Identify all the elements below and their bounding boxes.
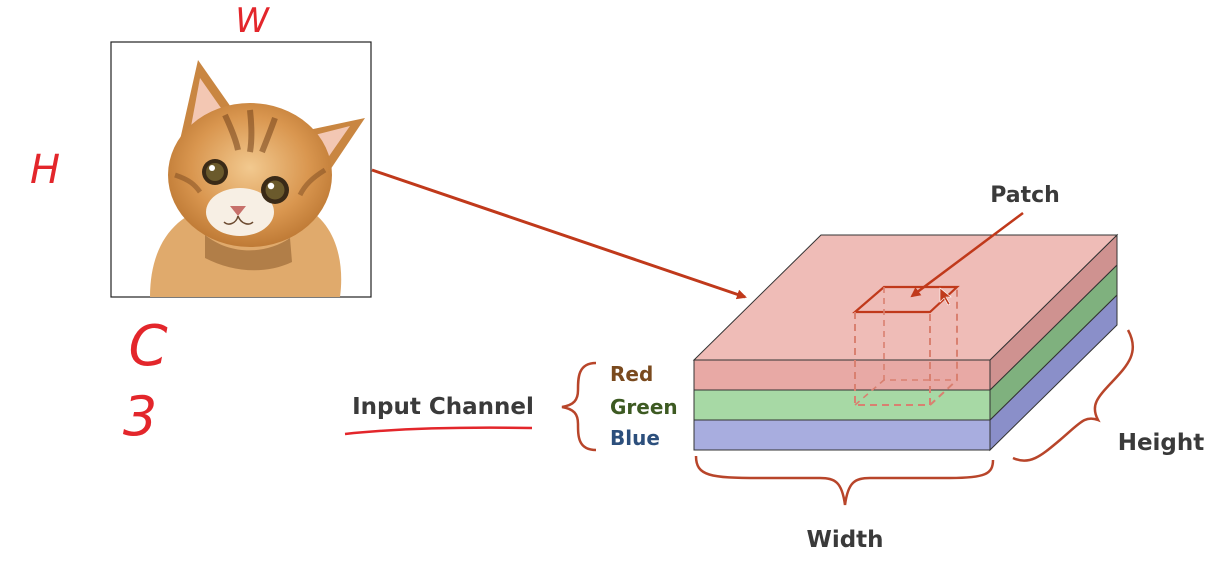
input-channel-label: Input Channel: [352, 394, 534, 420]
input-channel-underline: [344, 426, 533, 436]
input-tensor-block: [692, 233, 1119, 452]
image-to-block-arrow: [371, 168, 747, 300]
c-annotation: C: [128, 314, 167, 379]
cat-image: [110, 41, 372, 298]
channel-blue-label: Blue: [610, 426, 660, 450]
channel-red-label: Red: [610, 362, 653, 386]
channel-brace: [561, 361, 597, 452]
patch-cube: [852, 285, 960, 406]
patch-label: Patch: [990, 183, 1060, 208]
cursor-icon: [939, 287, 952, 306]
width-label: Width: [806, 527, 883, 553]
w-annotation: W: [235, 1, 270, 41]
h-annotation: H: [30, 147, 60, 193]
patch-arrow: [910, 211, 1024, 298]
width-brace: [694, 455, 995, 506]
channel-green-label: Green: [610, 395, 678, 419]
height-label: Height: [1118, 430, 1205, 456]
three-annotation: 3: [123, 385, 157, 448]
height-brace: [1012, 329, 1134, 462]
